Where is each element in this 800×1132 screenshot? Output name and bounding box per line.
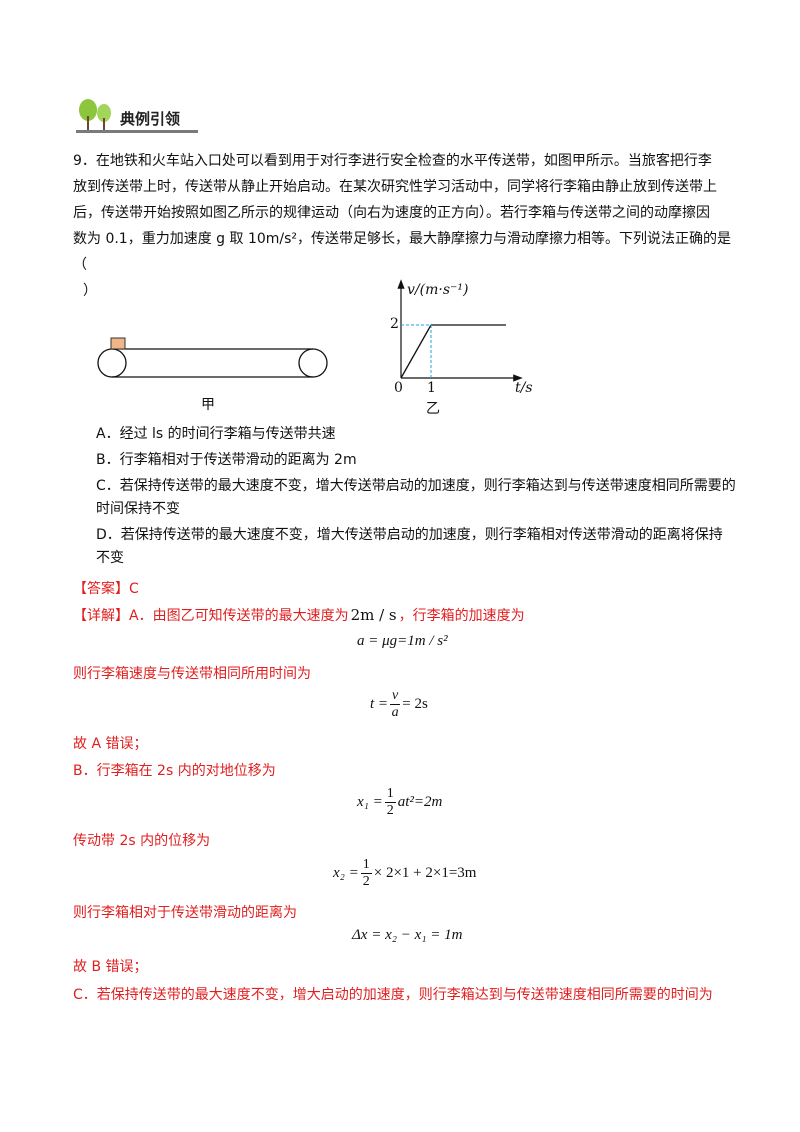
answer-label: 【答案】 [73,581,129,597]
option-c: C．若保持传送带的最大速度不变，增大传送带启动的加速度，则行李箱达到与传送带速度… [96,478,736,494]
section-header: 典例引领 [76,98,198,133]
option-d: D．若保持传送带的最大速度不变，增大传送带启动的加速度，则行李箱相对传送带滑动的… [96,527,723,543]
question-line: 数为 0.1，重力加速度 g 取 10m/s²，传送带足够长，最大静摩擦力与滑动… [73,231,732,273]
answer-value: C [129,581,139,597]
luggage-box [110,337,126,350]
conveyor-belt-figure [97,337,328,378]
option-a: A．经过 ls 的时间行李箱与传送带共速 [96,426,336,442]
explanation-line-5: 传动带 2s 内的位移为 [73,833,211,849]
figure-caption-yi: 乙 [426,401,440,417]
question-line: ） [83,283,97,299]
figure-caption-jia: 甲 [201,397,215,413]
question-text: 9．在地铁和火车站入口处可以看到用于对行李进行安全检查的水平传送带，如图甲所示。… [73,148,733,304]
tree-logo-icon [79,99,111,130]
velocity-time-graph [397,279,523,382]
explanation-line-6: 则行李箱相对于传送带滑动的距离为 [73,905,297,921]
x-tick-label: 1 [427,380,436,396]
explanation-line-7: 故 B 错误； [73,959,148,975]
y-tick-label: 2 [390,316,399,332]
velocity-ramp-line [400,324,432,379]
section-title: 典例引领 [120,110,181,128]
origin-label: 0 [394,380,403,396]
explanation-line-8: C．若保持传送带的最大速度不变，增大启动的加速度，则行李箱达到与传送带速度相同所… [73,987,713,1003]
equation-relative-distance: Δx = x₂ − x₁ = 1m [352,927,463,943]
explanation-line-2: 则行李箱速度与传送带相同所用时间为 [73,666,311,682]
explanation-line-3: 故 A 错误； [73,736,148,752]
option-b: B．行李箱相对于传送带滑动的距离为 2m [96,452,357,468]
y-axis-label: v/(m·s⁻¹) [407,282,469,298]
question-line: 9．在地铁和火车站入口处可以看到用于对行李进行安全检查的水平传送带，如图甲所示。… [73,153,712,169]
option-d-continued: 不变 [96,550,124,566]
max-speed-value: 2m / s [350,606,397,624]
question-line: 后，传送带开始按照如图乙所示的规律运动（向右为速度的正方向）。若行李箱与传送带之… [73,205,710,221]
option-c-continued: 时间保持不变 [96,501,180,517]
x-axis-label: t/s [515,380,533,396]
answer-line: 【答案】C [73,578,139,598]
question-line: 放到传送带上时，传送带从静止开始启动。在某次研究性学习活动中，同学将行李箱由静止… [73,179,717,195]
equation-acceleration: a = μg=1m / s² [357,633,448,649]
header-underline [76,130,198,133]
explanation-label: 【详解】 [73,608,129,624]
explanation-line-4: B．行李箱在 2s 内的对地位移为 [73,763,276,779]
